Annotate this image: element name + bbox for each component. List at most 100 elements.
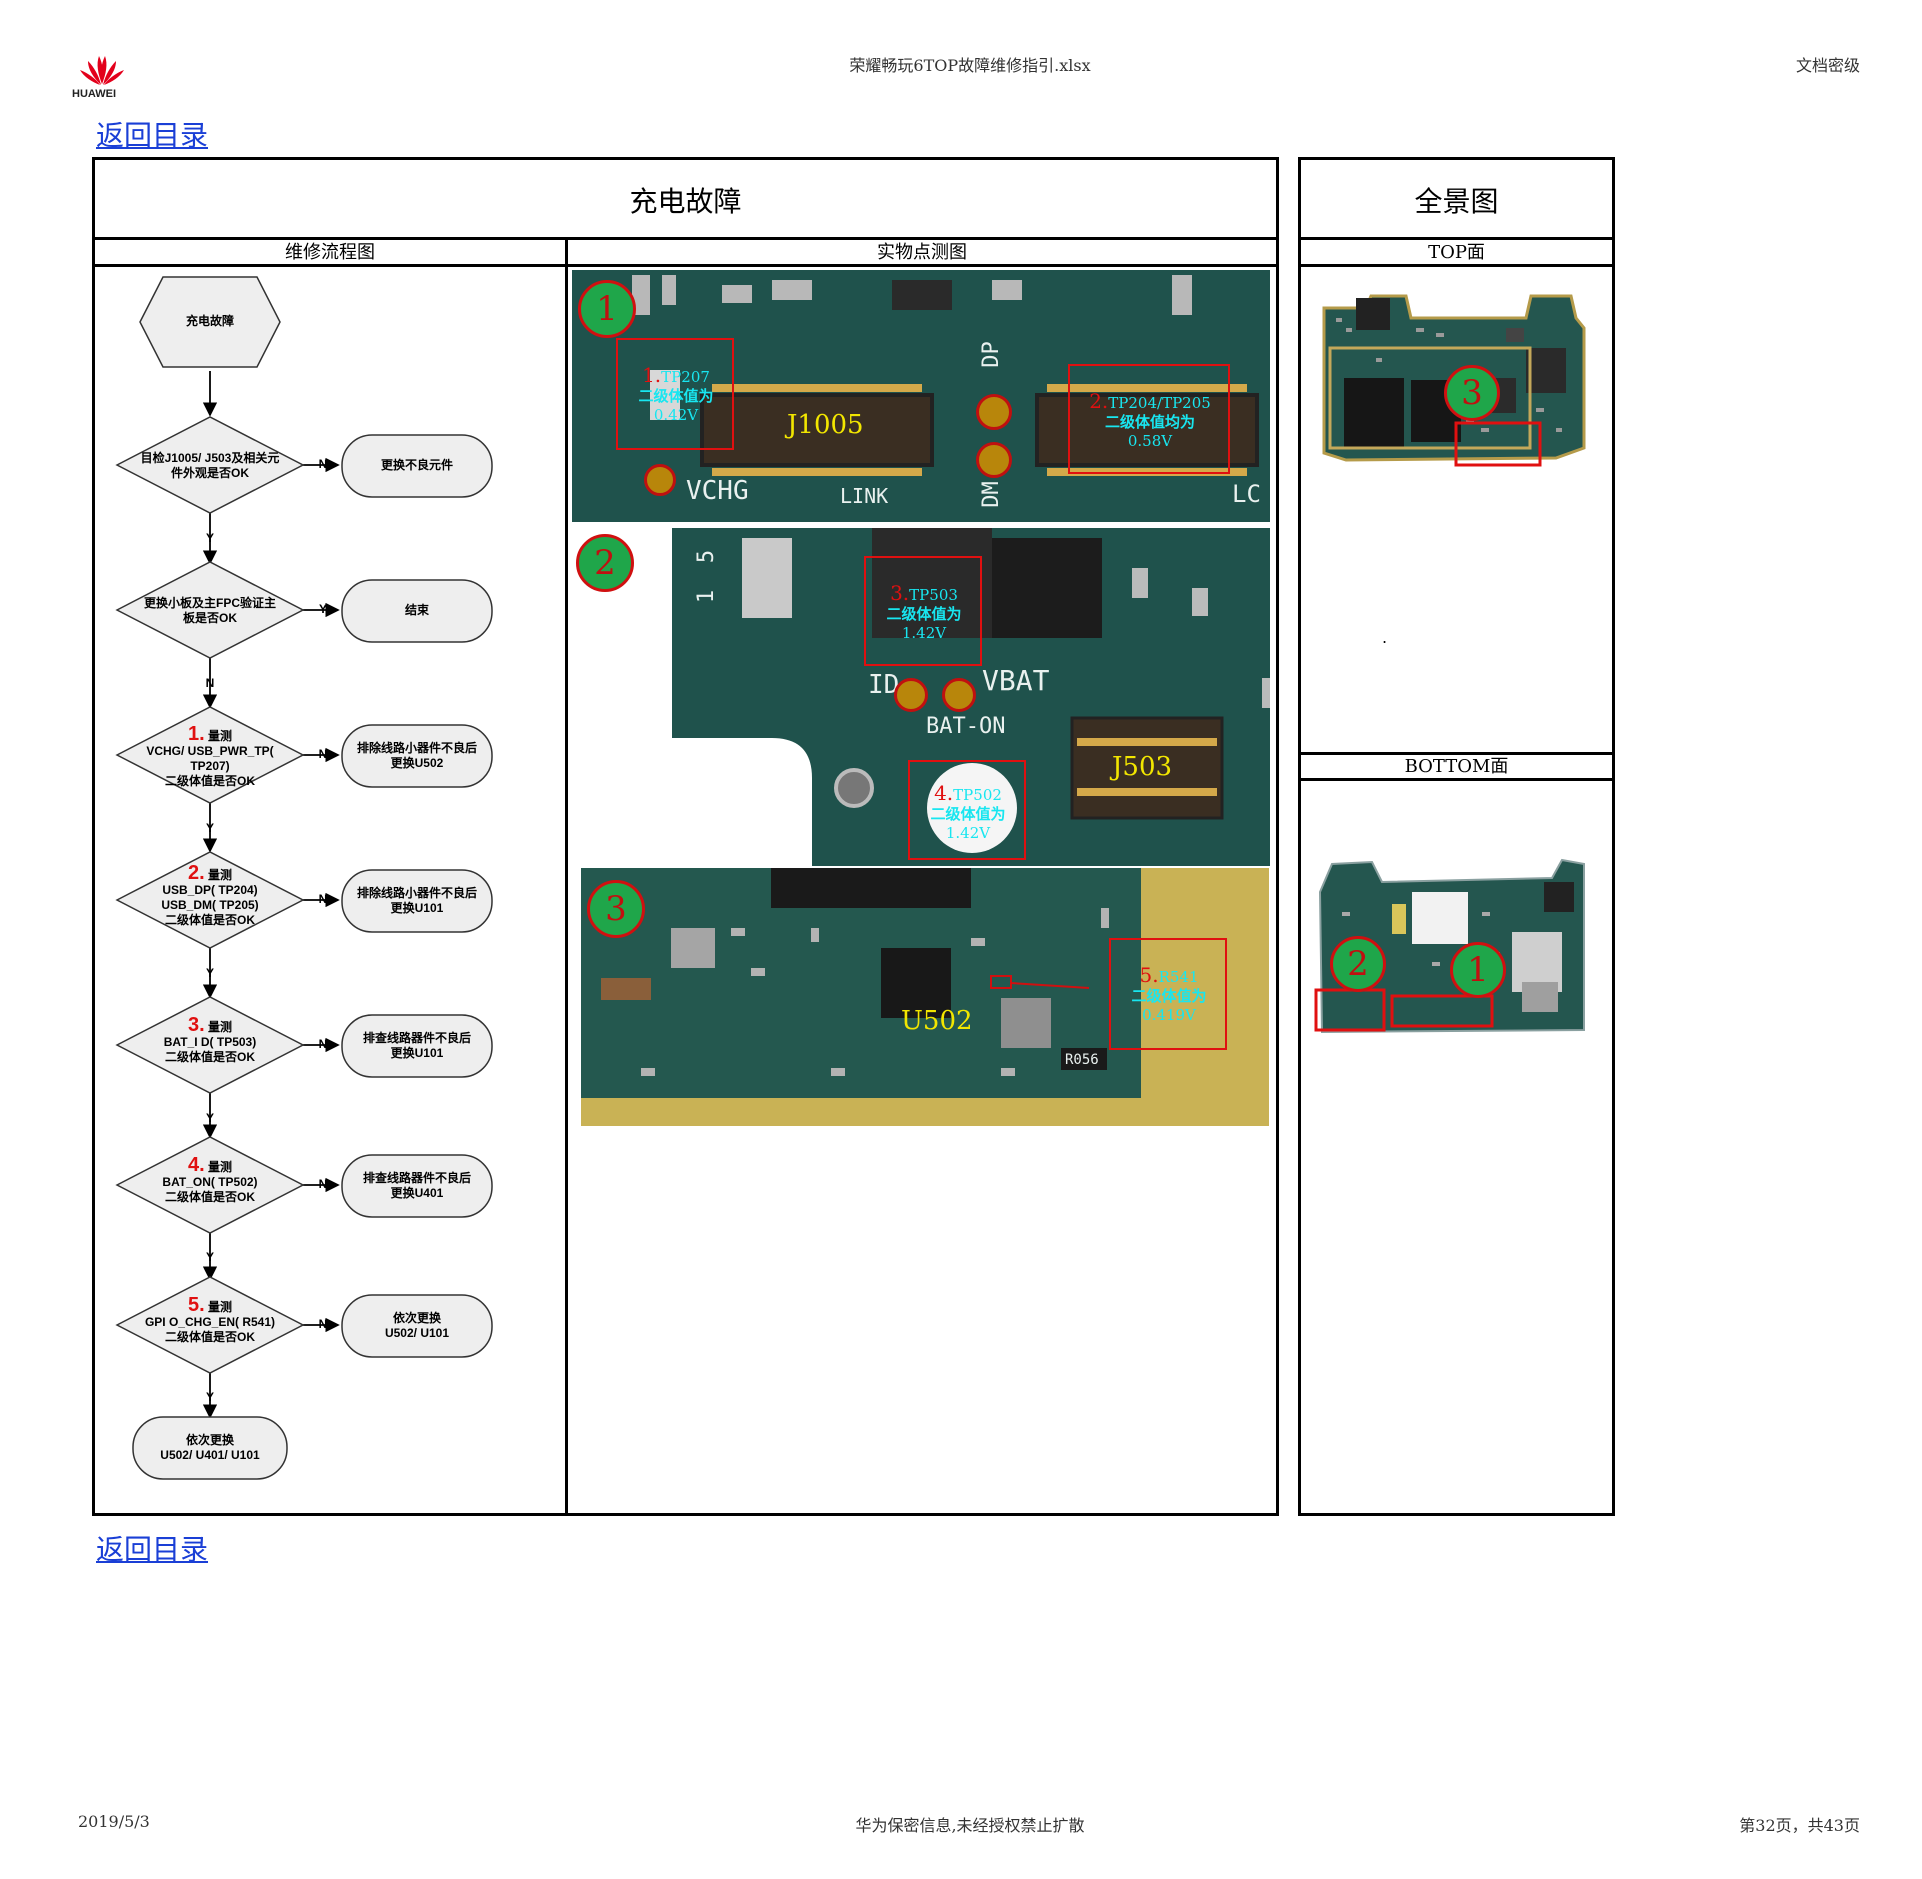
flow-decision-3: 1. 量测 VCHG/ USB_PWR_TP( TP207)二级体值是否OK xyxy=(146,723,274,788)
flow-action-5: 排查线路器件不良后更换U101 xyxy=(362,1031,471,1060)
label-n-4: N xyxy=(318,892,328,906)
measure-box-4 xyxy=(908,760,1026,860)
back-to-toc-link-bottom[interactable]: 返回目录 xyxy=(96,1533,209,1566)
divider xyxy=(1298,264,1615,267)
divider xyxy=(1298,237,1615,240)
stray-dot: . xyxy=(1382,628,1388,647)
j1005-label: J1005 xyxy=(787,410,864,440)
label-down-2: N xyxy=(205,676,215,690)
photo-2-drawing xyxy=(672,528,1270,866)
huawei-logo-icon xyxy=(80,56,124,85)
bottom-board-image: 2 1 xyxy=(1312,852,1590,1042)
flow-decision-1: 目检J1005/ J503及相关元件外观是否OK xyxy=(140,451,280,480)
flowchart-arrows xyxy=(115,276,493,1480)
measure-box-3 xyxy=(864,556,982,666)
measure-box-5 xyxy=(1109,938,1227,1050)
photo-2-marker: 2 xyxy=(576,534,634,592)
label-down-6: Y xyxy=(205,1250,214,1264)
measure-3-text: 3.TP503 二级体值为 1.42V xyxy=(886,581,962,642)
back-to-toc-link-top[interactable]: 返回目录 xyxy=(96,119,209,152)
huawei-logo: HUAWEI xyxy=(72,52,136,104)
photo-2-j503: 5 1 ID VBAT BAT-ON J503 2 3.TP503 二级体值为 … xyxy=(572,528,1270,866)
silk-5: 5 xyxy=(694,549,720,564)
label-n-7: N xyxy=(318,1317,328,1331)
tp204-point xyxy=(976,394,1012,430)
top-side-label: TOP面 xyxy=(1428,242,1485,263)
photo-3-drawing xyxy=(581,868,1269,1126)
flow-start: 充电故障 xyxy=(185,314,234,328)
silk-lc: LC xyxy=(1232,480,1261,508)
tp207-point xyxy=(644,464,676,496)
tp503-point xyxy=(894,678,928,712)
photo-1-j1005: VCHG LINK DP DM LC J1005 1 1.TP207 二级体值为… xyxy=(572,270,1270,522)
tp205-point xyxy=(976,442,1012,478)
silk-dp: DP xyxy=(978,341,1004,368)
bottom-board-drawing xyxy=(1314,858,1585,1034)
label-n-1: N xyxy=(318,457,328,471)
r056-label: R056 xyxy=(1065,1052,1099,1068)
flow-action-2: 结束 xyxy=(404,603,429,617)
doc-title: 荣耀畅玩6TOP故障维修指引.xlsx xyxy=(849,56,1091,75)
divider xyxy=(1298,752,1615,755)
footer-date: 2019/5/3 xyxy=(78,1812,150,1831)
overview-table xyxy=(1298,157,1615,1516)
main-title: 充电故障 xyxy=(629,185,742,218)
flow-action-3: 排除线路小器件不良后更换U502 xyxy=(356,741,477,770)
divider xyxy=(92,237,1279,240)
logo-text: HUAWEI xyxy=(72,88,116,100)
flow-action-1: 更换不良元件 xyxy=(380,458,453,472)
flow-decision-2: 更换小板及主FPC验证主板是否OK xyxy=(143,596,276,625)
security-level: 文档密级 xyxy=(1795,56,1860,75)
label-n-3: N xyxy=(318,747,328,761)
label-down-4: Y xyxy=(205,966,214,980)
top-board-drawing xyxy=(1322,294,1586,467)
main-table xyxy=(92,157,1279,1516)
label-down-1: Y xyxy=(205,531,214,545)
label-down-5: Y xyxy=(205,1111,214,1125)
measure-5-text: 5.R541 二级体值为 0.419V xyxy=(1131,963,1207,1024)
photo-3-u502: R056 U502 3 5.R541 二级体值为 0.419V xyxy=(581,868,1269,1126)
flow-decision-5: 3. 量测 BAT_I D( TP503)二级体值是否OK xyxy=(163,1014,257,1064)
divider xyxy=(92,264,1279,267)
flow-decision-6: 4. 量测 BAT_ON( TP502)二级体值是否OK xyxy=(162,1154,258,1204)
divider xyxy=(1298,778,1615,781)
label-down-7: Y xyxy=(205,1390,214,1404)
footer-page: 第32页，共43页 xyxy=(1739,1816,1860,1835)
label-n-5: N xyxy=(318,1037,328,1051)
flow-header: 维修流程图 xyxy=(285,242,375,263)
photo-1-drawing xyxy=(572,270,1270,522)
bottom-side-label: BOTTOM面 xyxy=(1404,756,1509,777)
u502-label: U502 xyxy=(901,1006,973,1036)
j503-label: J503 xyxy=(1112,752,1173,782)
tp502-point xyxy=(942,678,976,712)
silk-vbat: VBAT xyxy=(982,664,1050,697)
measure-1-text: 1.TP207 二级体值为 0.42V xyxy=(638,363,714,424)
overview-title: 全景图 xyxy=(1414,185,1499,218)
bottom-marker-2: 2 xyxy=(1330,936,1386,992)
flow-decision-7: 5. 量测 GPI O_CHG_EN( R541)二级体值是否OK xyxy=(144,1294,276,1344)
photo-1-marker: 1 xyxy=(578,280,636,338)
top-marker-3: 3 xyxy=(1444,365,1500,421)
label-n-6: N xyxy=(318,1177,328,1191)
silk-vchg: VCHG xyxy=(686,476,749,506)
top-board-image: 3 xyxy=(1316,288,1588,468)
label-y-2: Y xyxy=(318,602,327,616)
measure-4-text: 4.TP502 二级体值为 1.42V xyxy=(930,781,1006,842)
measure-box-2 xyxy=(1068,364,1230,474)
silk-bat-on: BAT-ON xyxy=(926,714,1006,739)
flow-action-4: 排除线路小器件不良后更换U101 xyxy=(356,886,477,915)
silk-link: LINK xyxy=(840,484,889,508)
bottom-marker-1: 1 xyxy=(1450,942,1506,998)
divider xyxy=(565,237,568,1516)
flow-decision-4: 2. 量测 USB_DP( TP204)USB_DM( TP205)二级体值是否… xyxy=(161,862,259,927)
measure-2-text: 2.TP204/TP205 二级体值均为 0.58V xyxy=(1089,389,1211,450)
silk-1: 1 xyxy=(694,589,720,604)
photo-3-marker: 3 xyxy=(587,880,645,938)
photo-header: 实物点测图 xyxy=(877,242,967,263)
measure-box-1 xyxy=(616,338,734,450)
label-down-3: Y xyxy=(205,821,214,835)
footer-notice: 华为保密信息,未经授权禁止扩散 xyxy=(855,1816,1085,1835)
flow-action-6: 排查线路器件不良后更换U401 xyxy=(362,1171,471,1200)
